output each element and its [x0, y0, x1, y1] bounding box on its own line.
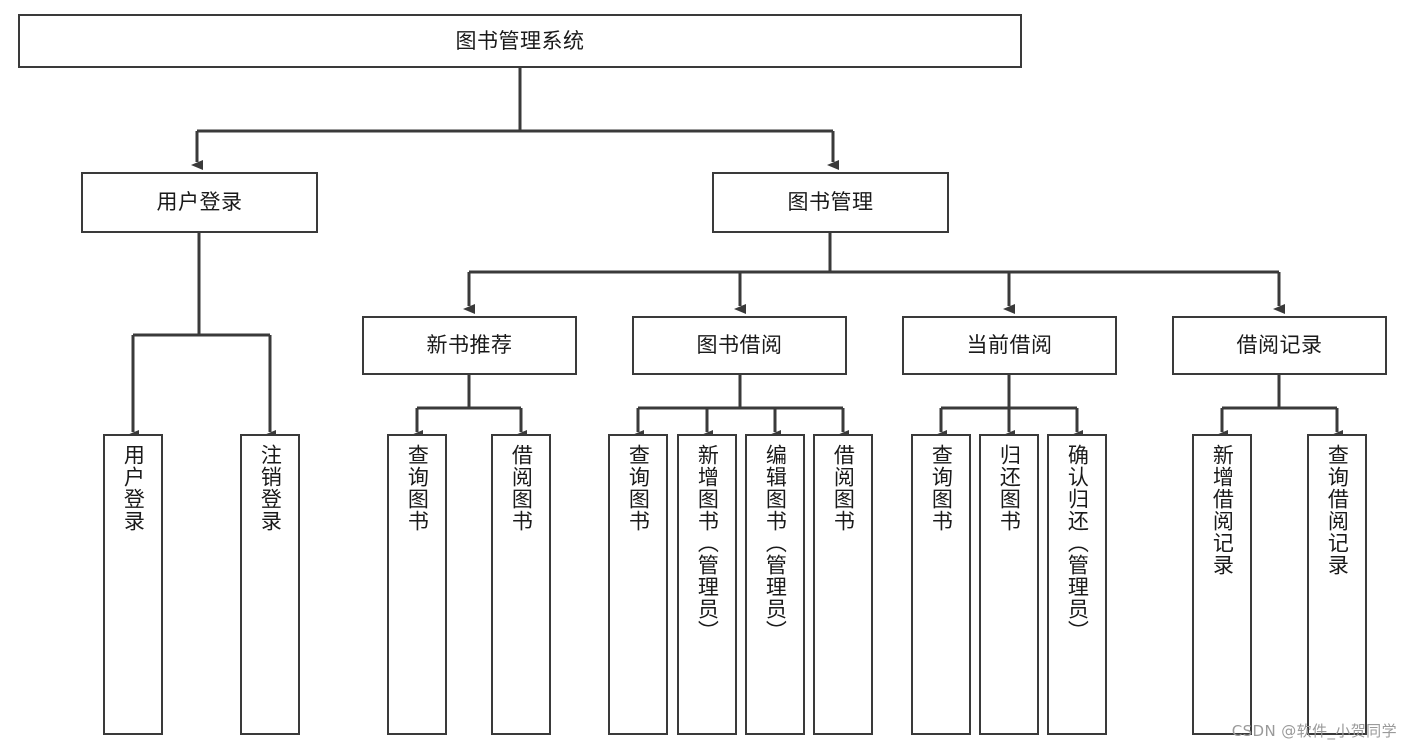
node-book-borrow[interactable]: 图书借阅	[632, 316, 847, 375]
node-root-label: 图书管理系统	[455, 28, 585, 53]
node-leaf-query-record[interactable]: 查询借阅记录	[1307, 434, 1367, 735]
node-leaf-add-book-label: 新增图书（管理员）	[695, 444, 720, 642]
node-root[interactable]: 图书管理系统	[18, 14, 1022, 68]
node-leaf-borrow-book-rec[interactable]: 借阅图书	[491, 434, 551, 735]
node-leaf-borrow-book-rec-label: 借阅图书	[509, 444, 534, 532]
node-new-book-rec[interactable]: 新书推荐	[362, 316, 577, 375]
node-leaf-borrow-book-label: 借阅图书	[831, 444, 856, 532]
node-leaf-return-book-label: 归还图书	[997, 444, 1022, 532]
node-leaf-user-login-label: 用户登录	[121, 444, 146, 532]
node-leaf-query-book-current[interactable]: 查询图书	[911, 434, 971, 735]
node-leaf-confirm-return[interactable]: 确认归还（管理员）	[1047, 434, 1107, 735]
node-leaf-borrow-book[interactable]: 借阅图书	[813, 434, 873, 735]
node-book-borrow-label: 图书借阅	[696, 333, 783, 358]
node-leaf-query-book-rec[interactable]: 查询图书	[387, 434, 447, 735]
node-current-borrow[interactable]: 当前借阅	[902, 316, 1117, 375]
node-user-login[interactable]: 用户登录	[81, 172, 318, 233]
node-leaf-add-book[interactable]: 新增图书（管理员）	[677, 434, 737, 735]
node-borrow-record-label: 借阅记录	[1236, 333, 1323, 358]
node-leaf-query-book-borrow-label: 查询图书	[626, 444, 651, 532]
node-leaf-logout-label: 注销登录	[258, 444, 283, 532]
node-leaf-query-record-label: 查询借阅记录	[1325, 444, 1350, 576]
node-current-borrow-label: 当前借阅	[966, 333, 1053, 358]
node-borrow-record[interactable]: 借阅记录	[1172, 316, 1387, 375]
node-leaf-add-record-label: 新增借阅记录	[1210, 444, 1235, 576]
node-leaf-edit-book-label: 编辑图书（管理员）	[763, 444, 788, 642]
node-leaf-query-book-borrow[interactable]: 查询图书	[608, 434, 668, 735]
node-new-book-rec-label: 新书推荐	[426, 333, 513, 358]
node-leaf-edit-book[interactable]: 编辑图书（管理员）	[745, 434, 805, 735]
node-leaf-add-record[interactable]: 新增借阅记录	[1192, 434, 1252, 735]
node-leaf-query-book-current-label: 查询图书	[929, 444, 954, 532]
node-leaf-user-login[interactable]: 用户登录	[103, 434, 163, 735]
node-user-login-label: 用户登录	[156, 190, 243, 215]
csdn-watermark: CSDN @软件_小贺同学	[1231, 722, 1397, 740]
node-leaf-return-book[interactable]: 归还图书	[979, 434, 1039, 735]
node-leaf-logout[interactable]: 注销登录	[240, 434, 300, 735]
node-leaf-query-book-rec-label: 查询图书	[405, 444, 430, 532]
node-book-manage-label: 图书管理	[787, 190, 874, 215]
node-book-manage[interactable]: 图书管理	[712, 172, 949, 233]
node-leaf-confirm-return-label: 确认归还（管理员）	[1065, 444, 1090, 642]
